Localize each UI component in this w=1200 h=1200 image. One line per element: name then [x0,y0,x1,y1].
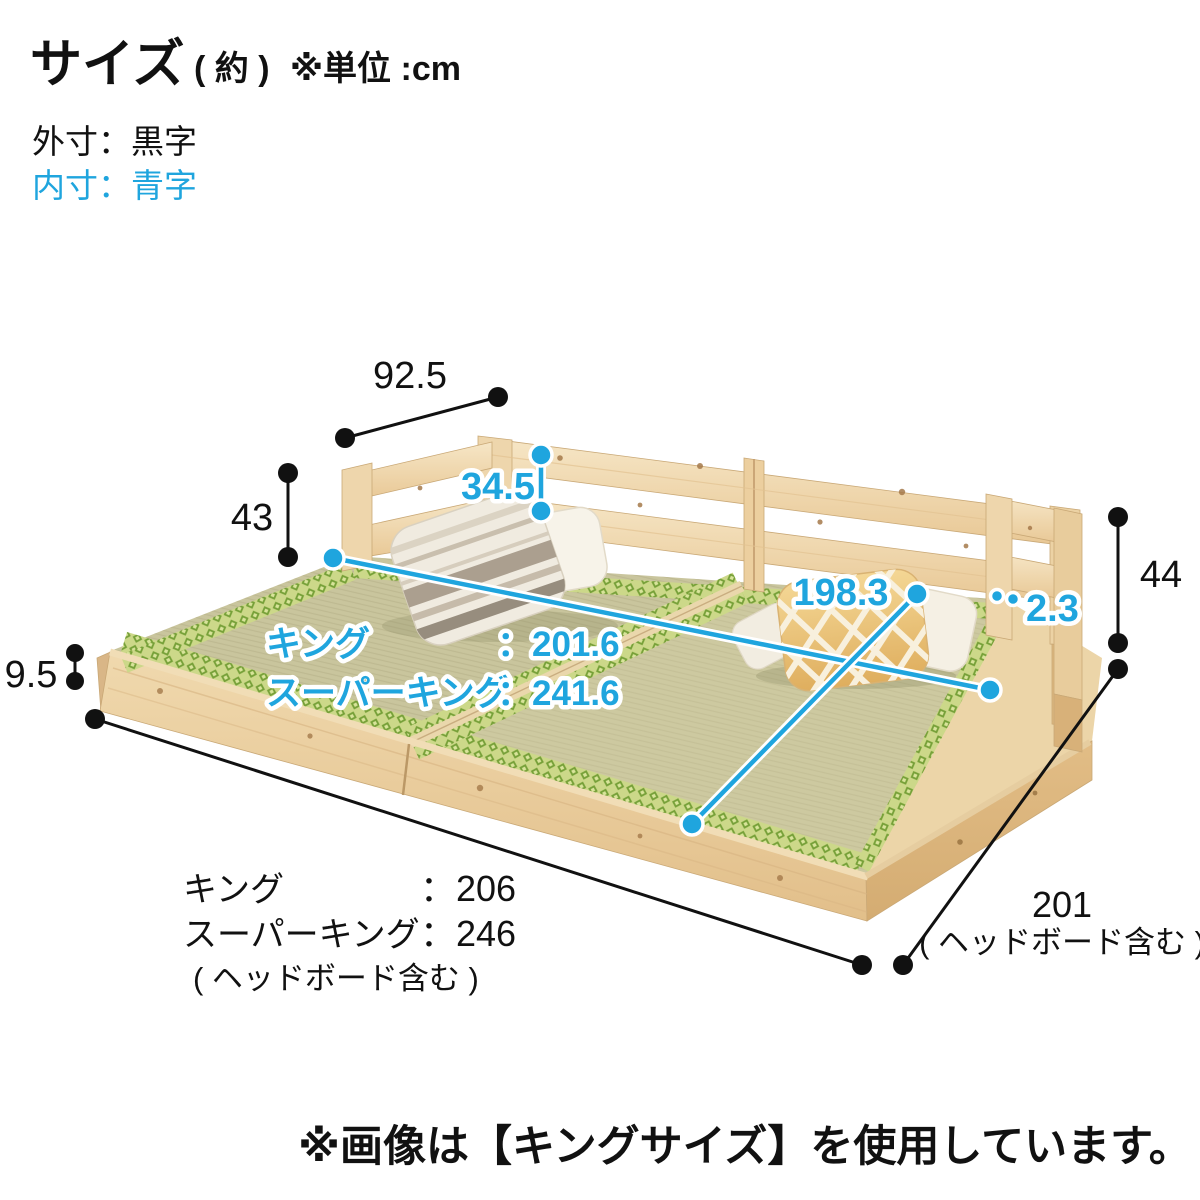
legend-inner: 内寸：青字 [32,167,197,204]
tatami-heri-right [854,606,1010,872]
dim-outer-width-note: ( ヘッドボード含む ) [193,961,479,996]
dim-outer-depth: 201 ( ヘッドボード含む ) [893,659,1200,975]
dim-inner-diagonal-line [689,591,920,827]
dim-inner-diagonal-label: 198.3 [793,572,888,614]
dim-headboard-height-label: 43 [231,497,273,539]
dim-outer-depth-note: ( ヘッドボード含む ) [919,925,1200,960]
dim-headboard-width-line [344,395,499,440]
dim-inner-width-line [330,555,993,693]
inner-dimensions: キング：201.6 スーパーキング：241.6 198.3 34.5 2.3 [262,442,1083,837]
page-title: サイズ [30,36,184,94]
bed-platform [96,602,1102,922]
dim-outer-width: キング：206 スーパーキング：246 ( ヘッドボード含む ) [85,709,872,996]
right-rail-leg [1053,693,1083,753]
pillow-lattice [774,566,932,694]
dim-headboard-width: 92.5 [335,355,508,448]
frame-right-lip [864,739,1092,879]
dim-headboard-height: 43 [231,463,298,567]
dim-base-height: 9.5 [5,644,84,696]
dim-inner-diagonal: 198.3 [679,568,930,837]
dim-rail-height-label: 44 [1140,554,1182,596]
dim-rail-height: 44 [1108,507,1182,653]
dim-side-gap-label: 2.3 [1026,588,1079,630]
tatami-heri-front [120,631,864,874]
dim-inner-width-row-king: キング：201.6 [266,625,620,664]
dim-inner-rail-height: 34.5 [457,442,554,524]
tatami-heri-left [120,562,356,673]
dim-inner-rail-height-label: 34.5 [461,466,535,508]
dim-outer-depth-label: 201 [1032,884,1092,925]
dim-inner-width-row-superking: スーパーキング：241.6 [266,674,620,713]
dim-headboard-width-label: 92.5 [373,355,447,397]
frame-joint-seam [401,743,411,796]
dim-outer-depth-line [901,668,1120,966]
right-rail-near-post [985,493,1013,641]
platform-right-margin [866,602,1102,877]
frame-front-lip [109,648,869,881]
dim-outer-width-row-superking: スーパーキング：246 [183,913,516,954]
dim-inner-width: キング：201.6 スーパーキング：241.6 [262,545,1003,718]
legend-outer: 外寸：黒字 [32,123,197,160]
dim-outer-width-line [94,717,863,967]
title-approx: ( 約 ) [194,50,270,88]
dim-base-height-label: 9.5 [5,654,58,696]
left-rail-end-post [341,462,373,572]
title-unit: ※単位 :cm [290,50,461,88]
image-size-note: ※画像は【キングサイズ】を使用しています。 [298,1123,1192,1171]
outer-dimensions: 92.5 43 9.5 44 キング：206 スーパーキング：246 ( ヘッド… [5,355,1200,996]
dim-outer-width-row-king: キング：206 [183,868,516,909]
right-side-rail [985,493,1083,753]
dim-side-gap: 2.3 [988,584,1083,635]
